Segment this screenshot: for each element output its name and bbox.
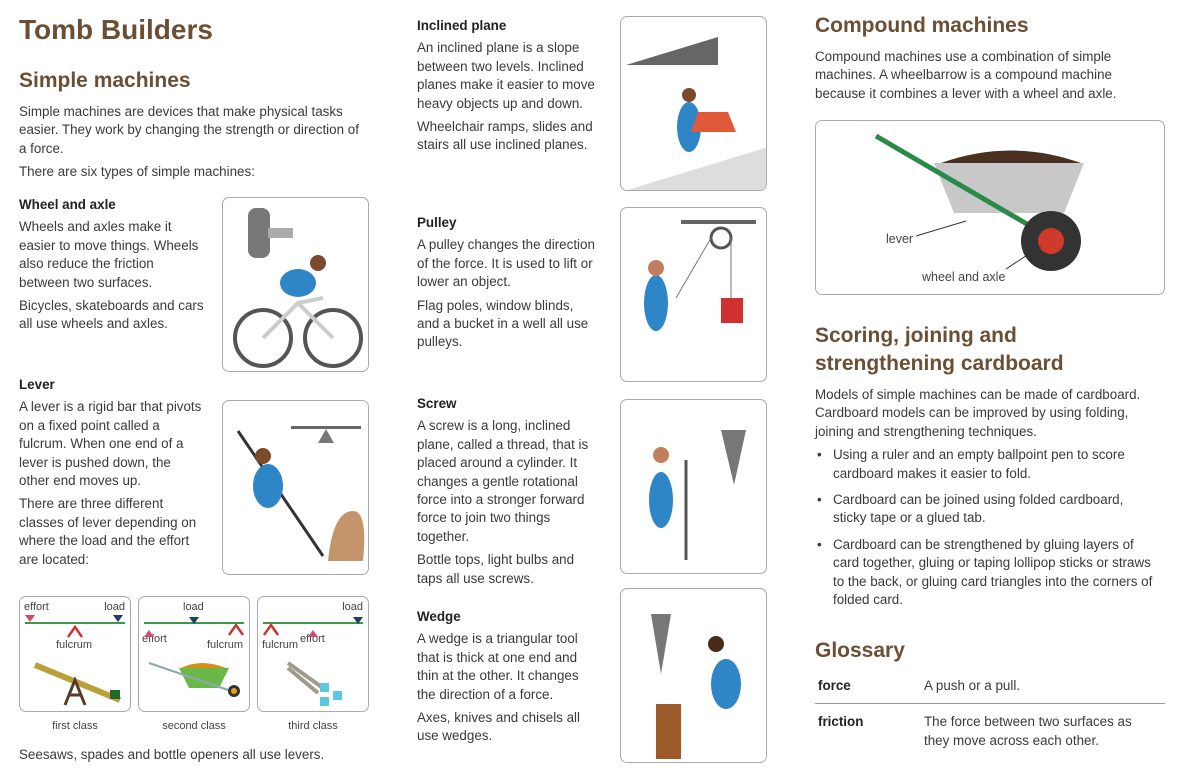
inclined-heading: Inclined plane: [417, 18, 507, 33]
glossary-list: force A push or a pull. friction The force…: [815, 668, 1165, 758]
effort-label: effort: [300, 633, 325, 645]
lever-label: lever: [886, 232, 914, 246]
glossary-term: force: [818, 678, 851, 693]
compound-text: Compound machines use a combination of s…: [815, 49, 1117, 101]
fulcrum-label: fulcrum: [262, 639, 299, 651]
wheel-heading: Wheel and axle: [19, 197, 116, 212]
first-class-caption: first class: [52, 720, 98, 732]
cardboard-text: Models of simple machines can be made of…: [815, 387, 1141, 439]
wedge-illustration: [620, 588, 767, 763]
glossary-item: friction The force between two surfaces a…: [815, 704, 1165, 758]
lever-examples: Seesaws, spades and bottle openers all u…: [19, 747, 325, 762]
wheel-text: Wheels and axles make it easier to move …: [19, 219, 199, 290]
screw-illustration: [620, 399, 767, 574]
glossary-term: friction: [818, 714, 864, 730]
cardboard-heading: Scoring, joining and strengthening cardb…: [815, 324, 1064, 375]
intro-text: Simple machines are devices that make ph…: [19, 104, 359, 156]
page-title: Tomb Builders: [19, 14, 213, 45]
screw-heading: Screw: [417, 396, 457, 411]
glossary-definition: A push or a pull.: [924, 678, 1021, 693]
fulcrum-label: fulcrum: [56, 639, 93, 651]
load-label: load: [342, 601, 363, 613]
second-class-caption: second class: [162, 720, 226, 732]
cyclist-illustration: [222, 197, 369, 372]
glossary-definition: The force between two surfaces as they m…: [924, 714, 1132, 748]
inclined-section: Inclined plane An inclined plane is a sl…: [417, 17, 597, 160]
simple-machines-heading: Simple machines: [19, 69, 191, 92]
inclined-text: An inclined plane is a slope between two…: [417, 40, 595, 111]
screw-examples: Bottle tops, light bulbs and taps all us…: [417, 552, 575, 586]
pulley-examples: Flag poles, window blinds, and a bucket …: [417, 297, 589, 350]
third-class-diagram: load fulcrum effort: [257, 596, 369, 712]
bullet-item: Cardboard can be joined using folded car…: [815, 491, 1155, 528]
wheel-section: Wheel and axle Wheels and axles make it …: [19, 196, 204, 339]
wheelbarrow-illustration: lever wheel and axle: [815, 120, 1165, 295]
cardboard-section: Models of simple machines can be made of…: [815, 386, 1155, 617]
bullet-item: Using a ruler and an empty ballpoint pen…: [815, 446, 1155, 483]
lever-classes-text: There are three different classes of lev…: [19, 496, 197, 567]
lever-illustration: [222, 400, 369, 575]
effort-arrow-icon: [25, 615, 35, 627]
load-label: load: [104, 601, 125, 613]
simple-intro: Simple machines are devices that make ph…: [19, 103, 364, 187]
lever-section: Lever A lever is a rigid bar that pivots…: [19, 376, 204, 574]
wheel-examples: Bicycles, skateboards and cars all use w…: [19, 298, 204, 332]
bullet-item: Cardboard can be strengthened by gluing …: [815, 536, 1155, 610]
pulley-section: Pulley A pulley changes the direction of…: [417, 214, 597, 357]
ramp-illustration: [620, 16, 767, 191]
wheel-axle-label: wheel and axle: [922, 270, 1006, 284]
pulley-text: A pulley changes the direction of the fo…: [417, 237, 595, 290]
wedge-section: Wedge A wedge is a triangular tool that …: [417, 608, 597, 751]
screw-section: Screw A screw is a long, inclined plane,…: [417, 395, 597, 593]
third-class-caption: third class: [288, 720, 338, 732]
lever-text: A lever is a rigid bar that pivots on a …: [19, 399, 202, 489]
load-label: load: [183, 601, 204, 613]
wedge-heading: Wedge: [417, 609, 461, 624]
wedge-text: A wedge is a triangular tool that is thi…: [417, 631, 579, 702]
types-text: There are six types of simple machines:: [19, 164, 255, 180]
fulcrum-label: fulcrum: [207, 639, 244, 651]
first-class-diagram: effort load fulcrum: [19, 596, 131, 712]
lever-heading: Lever: [19, 377, 55, 392]
second-class-diagram: load effort fulcrum: [138, 596, 250, 712]
effort-label: effort: [24, 601, 49, 613]
wedge-examples: Axes, knives and chisels all use wedges.: [417, 710, 580, 744]
screw-text: A screw is a long, inclined plane, calle…: [417, 418, 589, 544]
pulley-illustration: [620, 207, 767, 382]
glossary-heading: Glossary: [815, 639, 905, 662]
glossary-item: force A push or a pull.: [815, 668, 1165, 705]
pulley-heading: Pulley: [417, 215, 457, 230]
compound-heading: Compound machines: [815, 14, 1029, 37]
inclined-examples: Wheelchair ramps, slides and stairs all …: [417, 119, 593, 153]
load-arrow-icon: [113, 615, 123, 627]
